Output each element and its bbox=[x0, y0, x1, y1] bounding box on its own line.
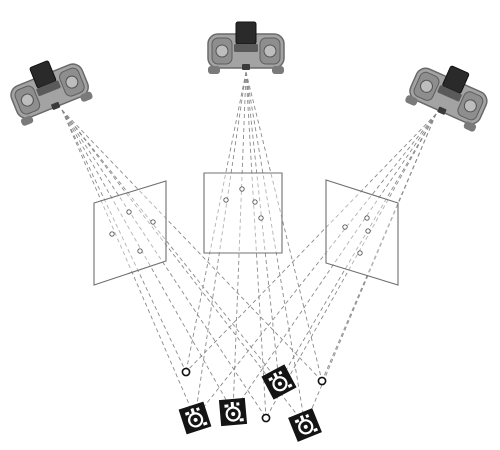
projection-ray bbox=[245, 71, 267, 419]
projection-ray bbox=[185, 71, 247, 373]
point-upper-left bbox=[181, 367, 191, 377]
projection-ray bbox=[232, 71, 247, 413]
image-plane-point bbox=[258, 215, 264, 221]
aruco-marker-left-icon bbox=[177, 400, 213, 436]
camera-right-icon bbox=[403, 53, 496, 134]
image-plane-point bbox=[223, 197, 229, 203]
projection-ray bbox=[194, 113, 437, 419]
projection-ray bbox=[245, 71, 306, 426]
world-targets bbox=[177, 363, 327, 444]
image-plane-point bbox=[239, 186, 245, 192]
image-plane-right bbox=[325, 179, 399, 286]
projection-ray bbox=[61, 109, 234, 413]
projection-ray bbox=[278, 113, 437, 383]
projection-ray bbox=[61, 109, 187, 373]
image-plane-left bbox=[93, 180, 167, 286]
projection-ray bbox=[61, 109, 267, 419]
image-plane-center bbox=[203, 172, 283, 254]
image-plane-point bbox=[357, 250, 363, 256]
image-planes bbox=[93, 172, 399, 286]
projection-ray bbox=[245, 71, 280, 383]
aruco-marker-center-icon bbox=[217, 396, 249, 428]
point-center-bottom bbox=[261, 413, 271, 423]
image-plane-point bbox=[364, 215, 370, 221]
projection-ray bbox=[194, 71, 247, 419]
projection-ray bbox=[185, 113, 437, 373]
image-plane-point bbox=[342, 224, 348, 230]
image-plane-point bbox=[365, 228, 371, 234]
image-plane-point bbox=[126, 209, 132, 215]
image-plane-point bbox=[109, 231, 115, 237]
aruco-marker-lower-right-icon bbox=[286, 406, 324, 444]
image-plane-point bbox=[252, 199, 258, 205]
cameras bbox=[2, 21, 496, 134]
camera-left-icon bbox=[2, 49, 95, 128]
image-plane-point bbox=[137, 248, 143, 254]
projection-rays bbox=[61, 71, 437, 426]
aruco-marker-upper-right-icon bbox=[260, 363, 298, 401]
image-plane-point bbox=[150, 219, 156, 225]
projection-ray bbox=[61, 109, 306, 426]
point-upper-right bbox=[317, 376, 327, 386]
projection-ray bbox=[265, 113, 437, 419]
projection-ray bbox=[321, 113, 437, 382]
projection-ray bbox=[61, 109, 280, 383]
image-plane-points bbox=[109, 186, 371, 256]
camera-center-icon bbox=[207, 21, 285, 75]
